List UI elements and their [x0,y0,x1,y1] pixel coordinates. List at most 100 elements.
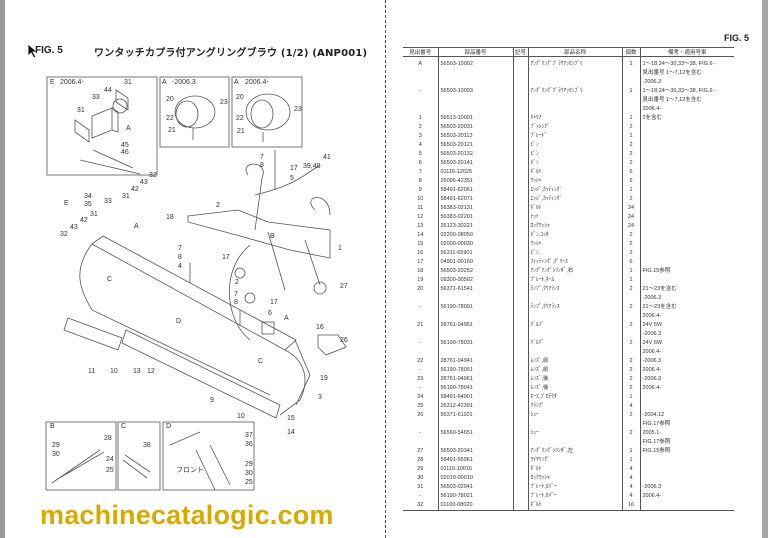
callout-label: 36 [245,441,253,448]
part-name: ﾚﾝｽﾞ,前 [527,366,622,375]
callout-label: 29 [52,442,60,449]
code [512,321,528,339]
part-name: ﾌﾟﾚｰﾄ,ﾈｰﾑ [527,276,622,285]
remarks: -2006.3 [639,375,734,384]
callout-label: 41 [323,154,331,161]
callout-label: A [134,223,139,230]
code [512,150,528,159]
code [512,393,528,402]
ref-no: 23 [417,376,424,382]
part-name: ｱﾝｸﾞﾘﾝｸﾞﾌﾞﾗｳｱｯｾﾝﾌﾞﾘ [527,56,622,87]
table-header-row: 見出番号 部品番号 記号 部品名称 個数 備考・適用号車 [403,47,734,57]
callout-label: 23 [220,99,228,106]
qty: 1 [621,114,640,123]
callout-label: 17 [290,165,298,172]
part-no: 09300-00502 [437,276,513,285]
remarks [639,159,734,168]
remark-line: FIG.17参照 [642,439,671,445]
page-title: ワンタッチカプラ付アングリングブラウ (1/2) (ANP001) [94,48,368,59]
part-no: 01100-08020 [437,501,513,511]
qty: 2 [621,141,640,150]
qty: 4 [621,474,640,483]
ref-no: 1 [418,115,422,121]
code [512,456,528,465]
remark-line: 2を含む [642,115,663,121]
qty: 24 [621,204,640,213]
callout-label: 31 [90,211,98,218]
ref-no: 30 [417,475,424,481]
qty: 1 [621,132,640,141]
ref-no: 15 [417,241,424,247]
part-no: 56503-10003 [437,87,513,114]
part-name: ﾗﾝﾌﾟ,ｸﾘｱﾗﾝｽ [527,303,622,321]
part-name: ﾋﾟﾝ [527,159,622,168]
remark-line: 24V 5W [642,322,663,328]
part-name: ﾋﾟﾝ,ｺｯﾀ [527,231,622,240]
callout-label: 35 [84,201,92,208]
part-no: 56371-61101 [437,411,513,429]
callout-label: 7 [178,245,182,252]
ref-no: 12 [417,214,424,220]
part-name: ﾜｲﾔﾘﾝｸﾞ [527,456,622,465]
code [512,276,528,285]
part-name: ﾊﾞﾙﾌﾞ [527,339,622,357]
remark-line [643,249,733,258]
ref-no: 4 [418,142,422,148]
viewer-scrollbar[interactable] [762,0,768,538]
callout-label: 27 [340,283,348,290]
qty: 2 [621,150,640,159]
ref-no: - [419,385,422,391]
callout-label: C [107,276,112,283]
code [512,339,528,357]
callout-label: D [176,318,181,325]
code [512,483,528,492]
part-name: ﾌｨｯﾃｨﾝｸﾞ,ｸﾞﾘｰｽ [527,258,622,267]
callout-label: 7 [260,154,264,161]
qty: 2 [621,231,640,240]
ref-no: 20 [417,286,424,292]
part-name: ﾚﾝｽﾞ,後 [527,375,622,384]
col-part-no: 部品番号 [437,47,513,57]
callout-label: 33 [92,94,100,101]
callout-label: 2 [235,279,239,286]
part-name: ﾌﾞｯｼﾝｸﾞ [527,123,622,132]
part-no: 01110-10016 [437,465,513,474]
part-no: 04901-00160 [437,258,513,267]
qty: 2 [621,384,640,393]
detail-box-b [45,421,117,491]
part-name: ﾜｯｼｬ [527,240,622,249]
remarks: 2を含む [639,114,734,123]
remarks [639,456,734,465]
remark-line [643,402,733,411]
callout-label: 20 [166,96,174,103]
callout-label: 3 [318,394,322,401]
remark-line [643,240,733,249]
remarks: -2006.3 [639,483,734,492]
part-name: ﾌﾟﾚｰﾄ,ｶﾊﾞｰ [527,492,622,501]
col-part-name: 部品名称 [527,47,622,57]
callout-label: 28 [104,435,112,442]
ref-no: - [419,493,422,499]
callout-label: 13 [133,368,141,375]
fig-label-left: FIG. 5 [35,45,63,56]
code [512,186,528,195]
part-no: 58491-62061 [437,186,513,195]
remark-line: 2006.4- [642,106,662,112]
ref-no: 21 [417,322,424,328]
remarks: 2006.4- [639,366,734,375]
remark-line: 2006.4- [642,493,662,499]
remark-line: 2006.4- [642,349,662,355]
part-no: 56190-78051 [437,366,513,375]
ref-no: 24 [417,394,424,400]
